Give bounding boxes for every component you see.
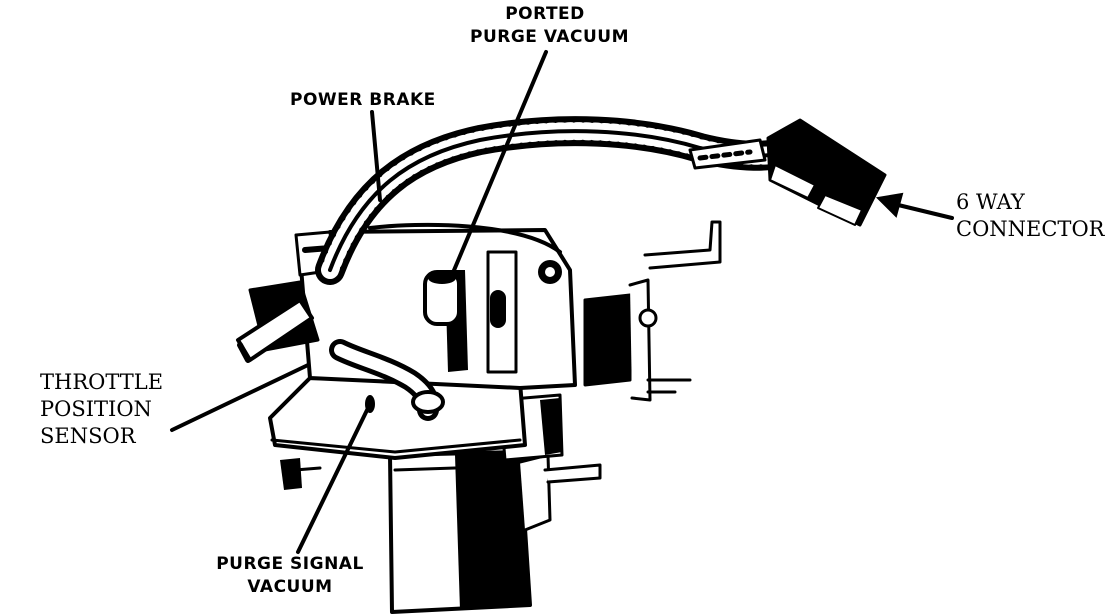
label-6-way-connector-line1: 6 WAY [956, 190, 1025, 214]
label-6-way-connector: 6 WAY CONNECTOR [956, 192, 1104, 240]
label-purge-signal-vacuum-line1: PURGE SIGNAL [216, 554, 364, 574]
leader-lines [170, 50, 954, 554]
label-throttle-position-sensor-line3: SENSOR [40, 424, 136, 448]
throttle-body-assembly [236, 116, 887, 614]
label-throttle-position-sensor-line2: POSITION [40, 397, 152, 421]
throttle-linkage [583, 293, 632, 387]
arrowhead-6-way-connector [875, 192, 904, 218]
leader-purge-signal-vacuum [296, 402, 372, 554]
label-ported-purge-vacuum: PORTED PURGE VACUUM [470, 4, 629, 47]
leader-throttle-position-sensor [170, 363, 310, 432]
leader-power-brake [370, 110, 382, 202]
leader-6-way-connector [888, 201, 954, 220]
label-purge-signal-vacuum-line2: VACUUM [247, 577, 333, 597]
label-ported-purge-vacuum-line2: PURGE VACUUM [470, 27, 629, 47]
motor-housing-shade [455, 452, 530, 610]
label-6-way-connector-line2: CONNECTOR [956, 217, 1105, 241]
label-throttle-position-sensor: THROTTLE POSITION SENSOR [40, 372, 163, 447]
base-flange [268, 376, 527, 460]
six-way-connector [766, 118, 887, 227]
label-ported-purge-vacuum-line1: PORTED [505, 4, 585, 24]
leader-ported-purge-vacuum [450, 50, 548, 277]
label-purge-signal-vacuum: PURGE SIGNAL VACUUM [195, 556, 385, 596]
label-throttle-position-sensor-line1: THROTTLE [40, 370, 164, 394]
label-power-brake: POWER BRAKE [290, 90, 436, 110]
